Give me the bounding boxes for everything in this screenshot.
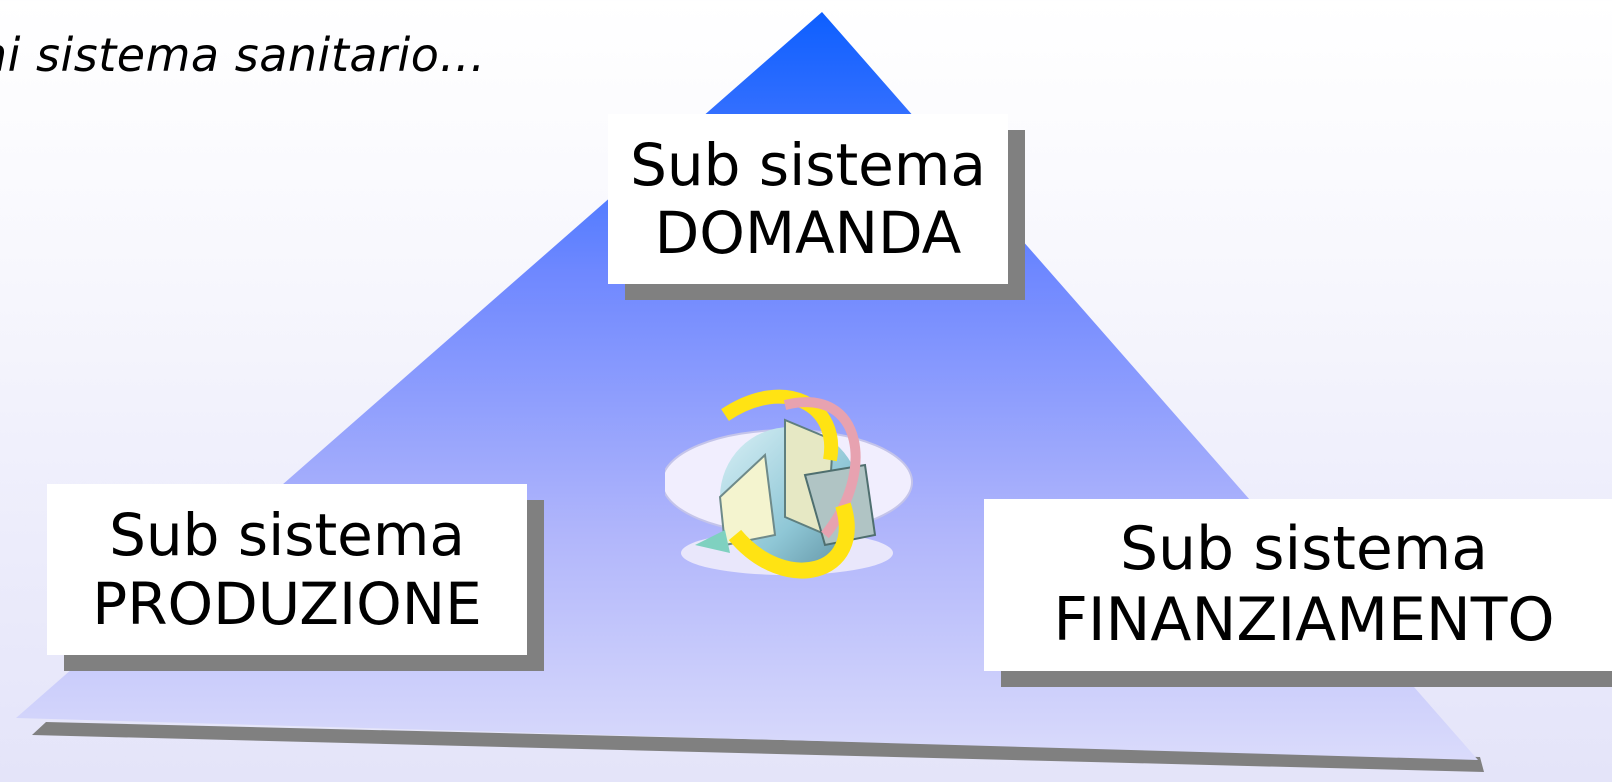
globe-arrows-icon bbox=[665, 389, 913, 579]
subsystem-domanda-box: Sub sistema DOMANDA bbox=[608, 114, 1008, 284]
subsystem-finanziamento-box: Sub sistema FINANZIAMENTO bbox=[984, 499, 1612, 671]
subsystem-finanziamento-line2: FINANZIAMENTO bbox=[1053, 585, 1555, 655]
pyramid-shadow bbox=[32, 722, 1484, 772]
subsystem-produzione-line2: PRODUZIONE bbox=[92, 569, 482, 638]
slide-title: ni sistema sanitario… bbox=[0, 28, 486, 82]
subsystem-domanda-line2: DOMANDA bbox=[654, 199, 962, 267]
subsystem-produzione-line1: Sub sistema bbox=[109, 501, 465, 570]
subsystem-domanda-line1: Sub sistema bbox=[630, 130, 986, 199]
subsystem-finanziamento-line1: Sub sistema bbox=[1119, 514, 1489, 585]
subsystem-produzione-box: Sub sistema PRODUZIONE bbox=[47, 484, 527, 655]
